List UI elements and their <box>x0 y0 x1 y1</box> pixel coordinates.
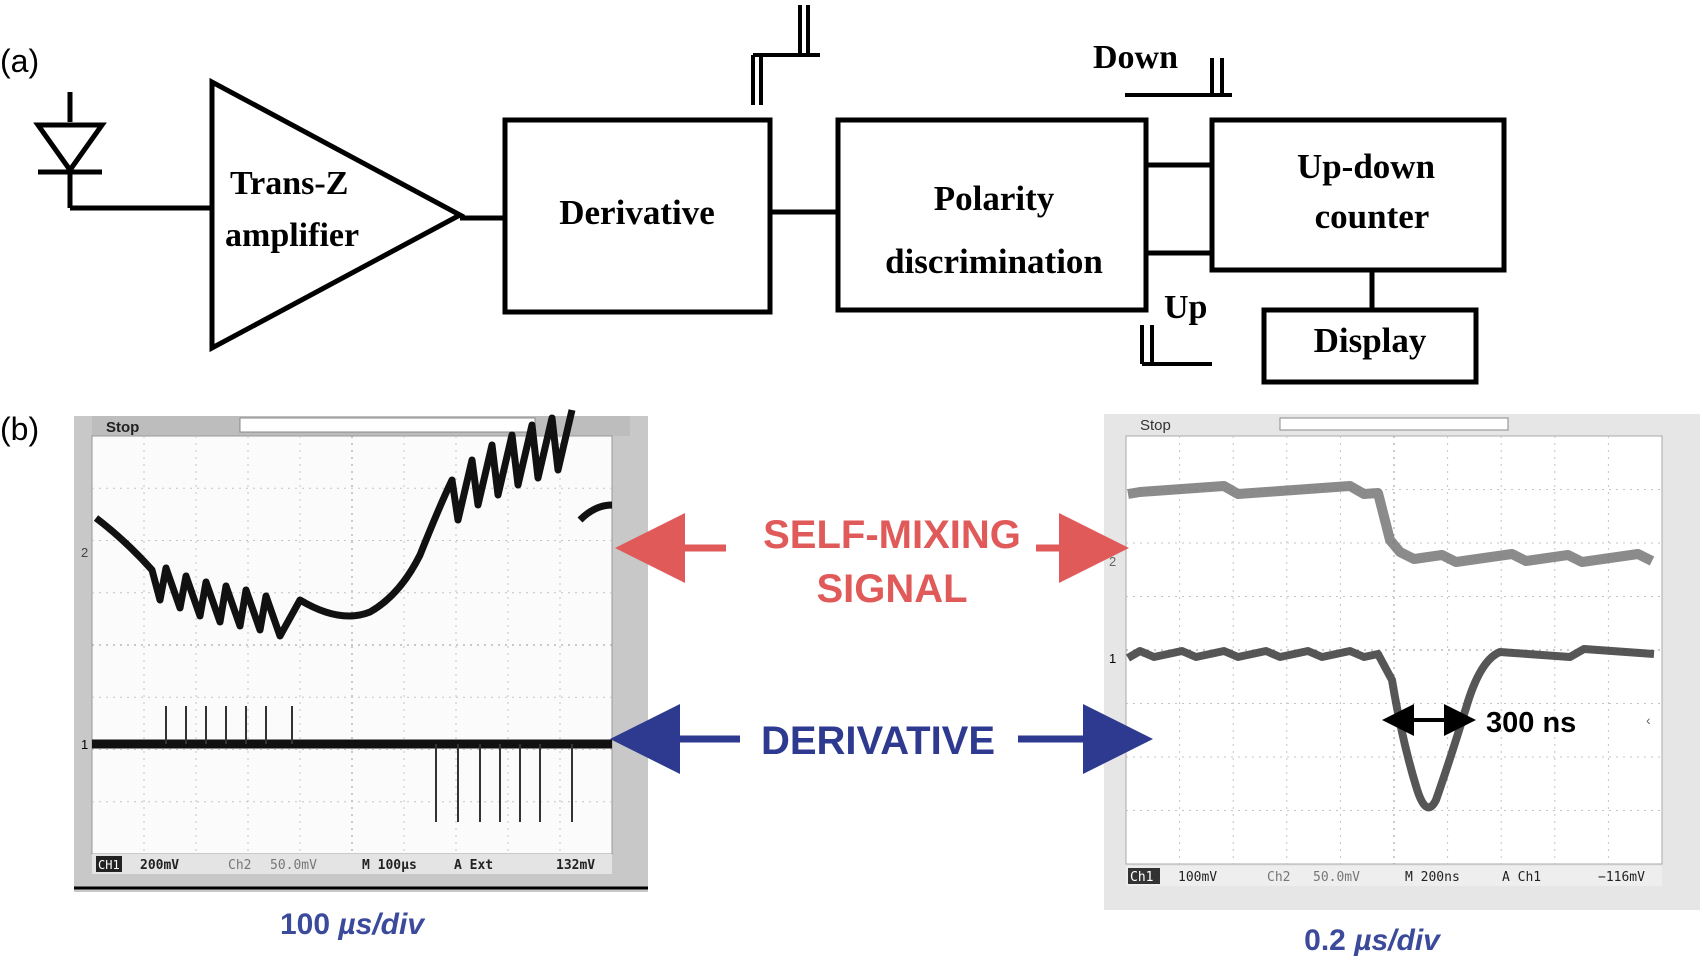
right-timebase-caption: 0.2 µs/div <box>1304 924 1442 957</box>
counter-label-line1: Up-down <box>1297 147 1435 186</box>
right-trigger-source: A Ch1 <box>1502 870 1541 885</box>
left-ch1-marker: 1 <box>81 737 88 752</box>
left-trigger-source: A Ext <box>454 858 493 873</box>
left-ch2-tag: Ch2 <box>228 858 251 873</box>
up-pulse-icon <box>1140 325 1212 366</box>
left-self-mixing-trace <box>93 409 613 640</box>
down-pulse-icon <box>1125 58 1232 97</box>
right-ch1-tag: Ch1 <box>1130 870 1153 885</box>
left-scope-status: Stop <box>106 419 139 436</box>
right-ch1-marker: 1 <box>1109 651 1116 666</box>
up-output-label: Up <box>1164 289 1207 326</box>
polarity-discrimination-block <box>835 117 1149 313</box>
derivative-signal-label: DERIVATIVE <box>761 719 995 763</box>
right-level-marker-icon: ‹ <box>1646 712 1651 728</box>
amplifier-label-line1: Trans-Z <box>230 165 348 202</box>
trans-z-amplifier-block <box>209 77 466 353</box>
right-ch1-scale: 100mV <box>1178 870 1217 885</box>
left-oscilloscope: Stop ▼ 2 1 CH1 200mV Ch2 50.0mV M 100µs … <box>74 409 648 892</box>
display-block <box>1261 307 1479 385</box>
down-output-label: Down <box>1093 39 1178 76</box>
right-self-mixing-trace <box>1127 481 1655 567</box>
amplifier-label-line2: amplifier <box>225 217 359 254</box>
derivative-block <box>502 117 773 315</box>
panel-a-label: (a) <box>0 43 39 79</box>
display-block-label: Display <box>1314 321 1427 360</box>
pulse-icon <box>751 5 820 105</box>
left-trigger-level: 132mV <box>556 858 595 873</box>
right-ch2-marker: 2 <box>1109 554 1116 569</box>
left-ch1-scale: 200mV <box>140 858 179 873</box>
left-derivative-spikes <box>165 706 573 822</box>
derivative-block-label: Derivative <box>559 193 714 232</box>
up-down-counter-block <box>1209 117 1507 273</box>
right-derivative-trace <box>1125 645 1655 812</box>
self-mixing-label-line1: SELF-MIXING <box>763 513 1021 557</box>
right-ch2-scale: 50.0mV <box>1313 870 1360 885</box>
polarity-label-line2: discrimination <box>885 242 1103 281</box>
right-oscilloscope: Stop ▼ 2 1 300 ns ‹ Ch1 100mV Ch2 50.0mV… <box>1104 414 1700 910</box>
left-time-scale: M 100µs <box>362 858 417 873</box>
counter-label-line2: counter <box>1315 197 1430 236</box>
left-ch1-tag: CH1 <box>98 858 120 872</box>
panel-b-label: (b) <box>0 411 39 447</box>
polarity-label-line1: Polarity <box>934 179 1055 218</box>
left-timebase-caption: 100 µs/div <box>280 908 426 941</box>
self-mixing-label-line2: SIGNAL <box>816 567 967 611</box>
photodiode-icon <box>33 92 212 211</box>
right-ch2-tag: Ch2 <box>1267 870 1290 885</box>
left-scope-grid <box>92 436 612 854</box>
left-ch2-scale: 50.0mV <box>270 858 317 873</box>
right-time-scale: M 200ns <box>1405 870 1460 885</box>
left-ch2-marker: 2 <box>81 545 88 560</box>
right-trigger-level: −116mV <box>1598 870 1645 885</box>
pulse-width-annotation: 300 ns <box>1486 707 1576 739</box>
right-scope-status: Stop <box>1140 417 1171 434</box>
